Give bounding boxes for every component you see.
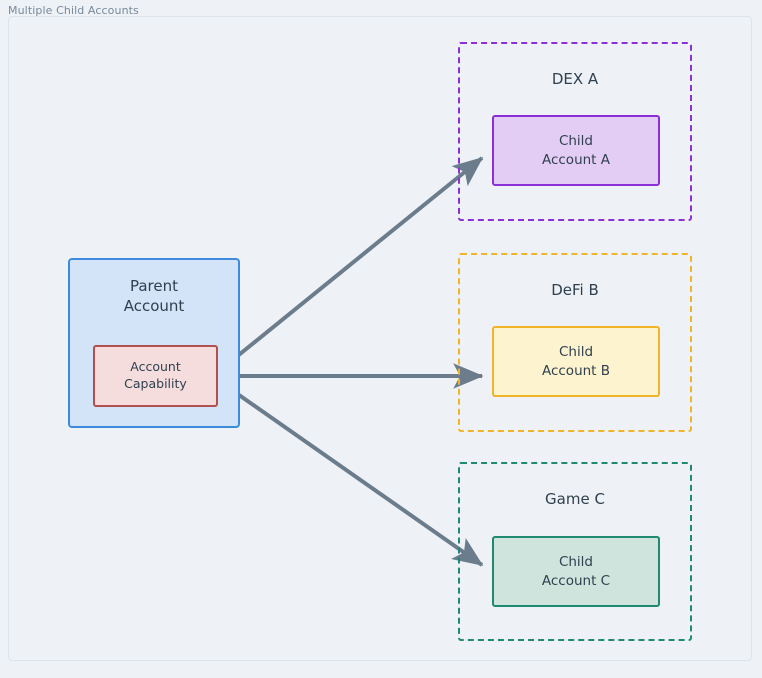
node-child-account-b[interactable]: Child Account B bbox=[492, 326, 660, 397]
group-game-c[interactable]: Game C bbox=[458, 462, 692, 641]
group-game-c-title: Game C bbox=[545, 490, 605, 508]
node-account-capability[interactable]: Account Capability bbox=[93, 345, 218, 407]
child-account-b-label: Child Account B bbox=[541, 343, 611, 379]
group-dex-a[interactable]: DEX A bbox=[458, 42, 692, 221]
node-child-account-c[interactable]: Child Account C bbox=[492, 536, 660, 607]
parent-account-label: Parent Account bbox=[123, 277, 185, 316]
group-defi-b[interactable]: DeFi B bbox=[458, 253, 692, 432]
child-account-a-label: Child Account A bbox=[541, 132, 611, 168]
node-child-account-a[interactable]: Child Account A bbox=[492, 115, 660, 186]
account-capability-label: Account Capability bbox=[124, 359, 187, 391]
group-defi-b-title: DeFi B bbox=[551, 281, 599, 299]
child-account-c-label: Child Account C bbox=[541, 553, 611, 589]
group-dex-a-title: DEX A bbox=[551, 70, 599, 88]
frame-label: Multiple Child Accounts bbox=[8, 4, 139, 17]
